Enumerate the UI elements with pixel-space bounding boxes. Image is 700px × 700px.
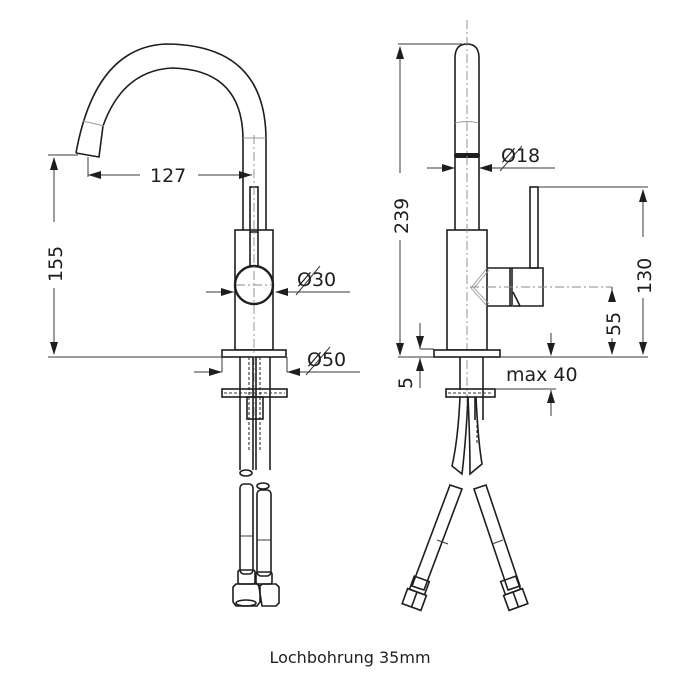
dim-spout-diameter: Ø18 bbox=[501, 145, 540, 167]
dim-lever-height: 130 bbox=[634, 258, 656, 294]
front-view: 127 155 Ø30 Ø50 bbox=[45, 43, 360, 607]
dim-base-diameter: Ø50 bbox=[307, 349, 346, 371]
hose-lower-right bbox=[472, 483, 522, 592]
mounting-bracket-side bbox=[445, 388, 496, 398]
drawing-caption: Lochbohrung 35mm bbox=[269, 648, 431, 667]
spout-inner-edge bbox=[102, 67, 244, 230]
dim-lever-diameter: Ø30 bbox=[297, 269, 336, 291]
hose-upper-left bbox=[451, 396, 469, 476]
dim-lever-axis-height: 55 bbox=[603, 312, 625, 336]
dim-max-countertop: max 40 bbox=[506, 364, 578, 386]
spout-ring bbox=[454, 153, 480, 158]
hose-left bbox=[239, 483, 254, 575]
hose-lower-left bbox=[410, 483, 464, 592]
dim-spout-height: 155 bbox=[45, 246, 67, 282]
hose-nut-right bbox=[258, 583, 280, 607]
side-view: 239 Ø18 130 55 5 max 40 bbox=[391, 20, 656, 612]
hose-upper-right bbox=[467, 396, 483, 476]
hose-right bbox=[256, 489, 272, 577]
lever-stick-side bbox=[529, 186, 539, 269]
dim-spout-reach: 127 bbox=[150, 165, 186, 187]
spout-outer-edge bbox=[75, 43, 267, 230]
hose-nut-left bbox=[232, 583, 261, 607]
base-plate-side bbox=[433, 349, 501, 358]
aerator bbox=[75, 125, 104, 158]
dim-base-thickness: 5 bbox=[395, 377, 417, 389]
dim-total-height: 239 bbox=[391, 198, 413, 234]
